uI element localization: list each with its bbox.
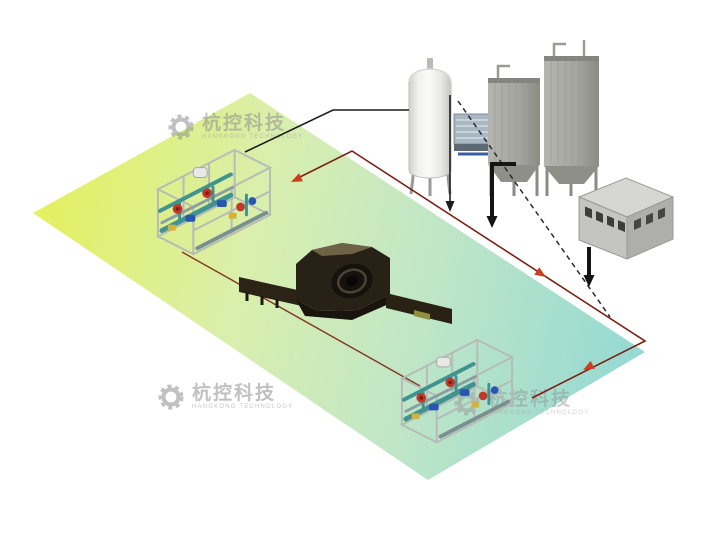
black-arrow-icon	[583, 275, 595, 287]
pipe-skid-lower	[402, 340, 512, 442]
machine-base	[296, 294, 398, 320]
red-arrow-icon	[291, 173, 303, 182]
supply-line-skid-upper	[244, 109, 409, 153]
silo-discharge-line	[490, 162, 516, 218]
red-arrow-icon	[534, 267, 546, 277]
tank-nozzle	[427, 58, 433, 74]
tank-dome-highlight	[408, 68, 452, 83]
building-windows	[585, 206, 625, 233]
building-windows	[634, 207, 665, 230]
silo-top-pipes	[552, 40, 586, 56]
storage-tank	[408, 58, 452, 196]
bypass-dashed-line	[457, 100, 611, 318]
central-machine	[239, 243, 452, 324]
circulation-loop-line	[297, 150, 647, 399]
silo-right	[544, 40, 599, 196]
tank-body	[408, 68, 452, 179]
infeed-conveyor	[239, 277, 302, 306]
powder-silos	[488, 40, 599, 196]
silo-left	[488, 64, 540, 196]
utility-building	[577, 177, 675, 260]
flow-lines	[244, 95, 647, 399]
outfeed-conveyor	[386, 293, 452, 324]
black-arrow-icon	[445, 201, 455, 212]
pipe-skid-upper	[158, 150, 270, 254]
machine-top-panel	[312, 243, 372, 256]
circulation-loop-lower-branch	[181, 251, 421, 387]
silo-top-pipes	[496, 64, 510, 78]
rotary-drum	[331, 263, 373, 299]
outfeed-guard	[414, 310, 430, 320]
black-arrow-icon	[486, 216, 498, 228]
red-arrow-icon	[583, 360, 595, 370]
